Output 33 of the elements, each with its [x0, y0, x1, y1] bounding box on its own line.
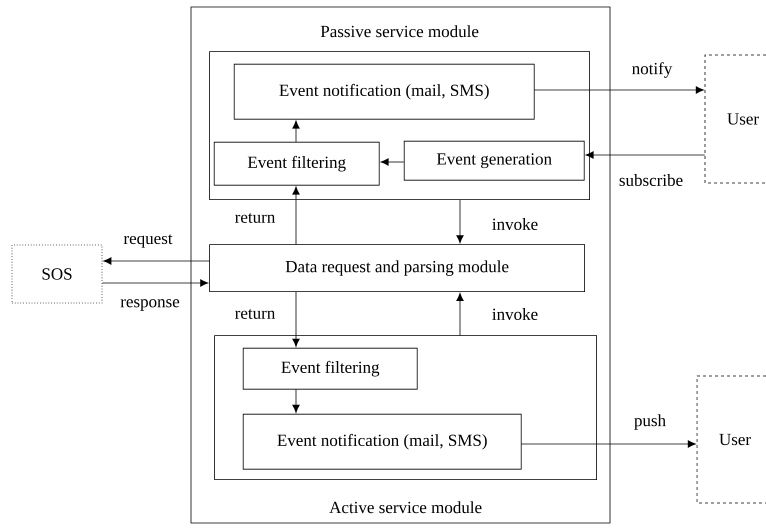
- node-label: Active service module: [329, 501, 482, 514]
- edge-label: subscribe: [618, 173, 684, 187]
- arrow: [586, 151, 706, 159]
- arrow: [456, 200, 464, 244]
- dashed-box: User: [696, 376, 766, 504]
- arrow: [292, 186, 300, 245]
- node-label: Passive service module: [320, 25, 478, 38]
- arrow: [380, 158, 404, 166]
- arrow: [456, 293, 464, 336]
- module-box: Event generation: [404, 140, 585, 181]
- arrow: [521, 440, 696, 448]
- module-box: Event filtering: [242, 348, 418, 390]
- edge-label: response: [119, 298, 181, 312]
- edge-label: invoke: [490, 217, 540, 231]
- module-box: Event notification (mail, SMS): [234, 64, 535, 120]
- arrow: [102, 279, 208, 287]
- dashed-box: User: [704, 54, 766, 184]
- edge-label: request: [122, 233, 174, 249]
- module-box: Event filtering: [214, 142, 380, 186]
- arrow: [534, 86, 704, 94]
- edge-label: return: [234, 212, 276, 224]
- edge-label: invoke: [490, 307, 540, 321]
- arrow: [292, 120, 300, 142]
- arrow: [292, 389, 300, 413]
- dotted-box: SOS: [12, 244, 102, 304]
- edge-label: push: [632, 413, 668, 431]
- edge-label: notify: [630, 61, 674, 79]
- module-box: Event notification (mail, SMS): [242, 414, 522, 470]
- arrow: [292, 292, 300, 347]
- module-box: Data request and parsing module: [209, 244, 585, 292]
- edge-label: return: [234, 308, 276, 320]
- arrow: [103, 257, 210, 265]
- outer-box: [190, 6, 610, 524]
